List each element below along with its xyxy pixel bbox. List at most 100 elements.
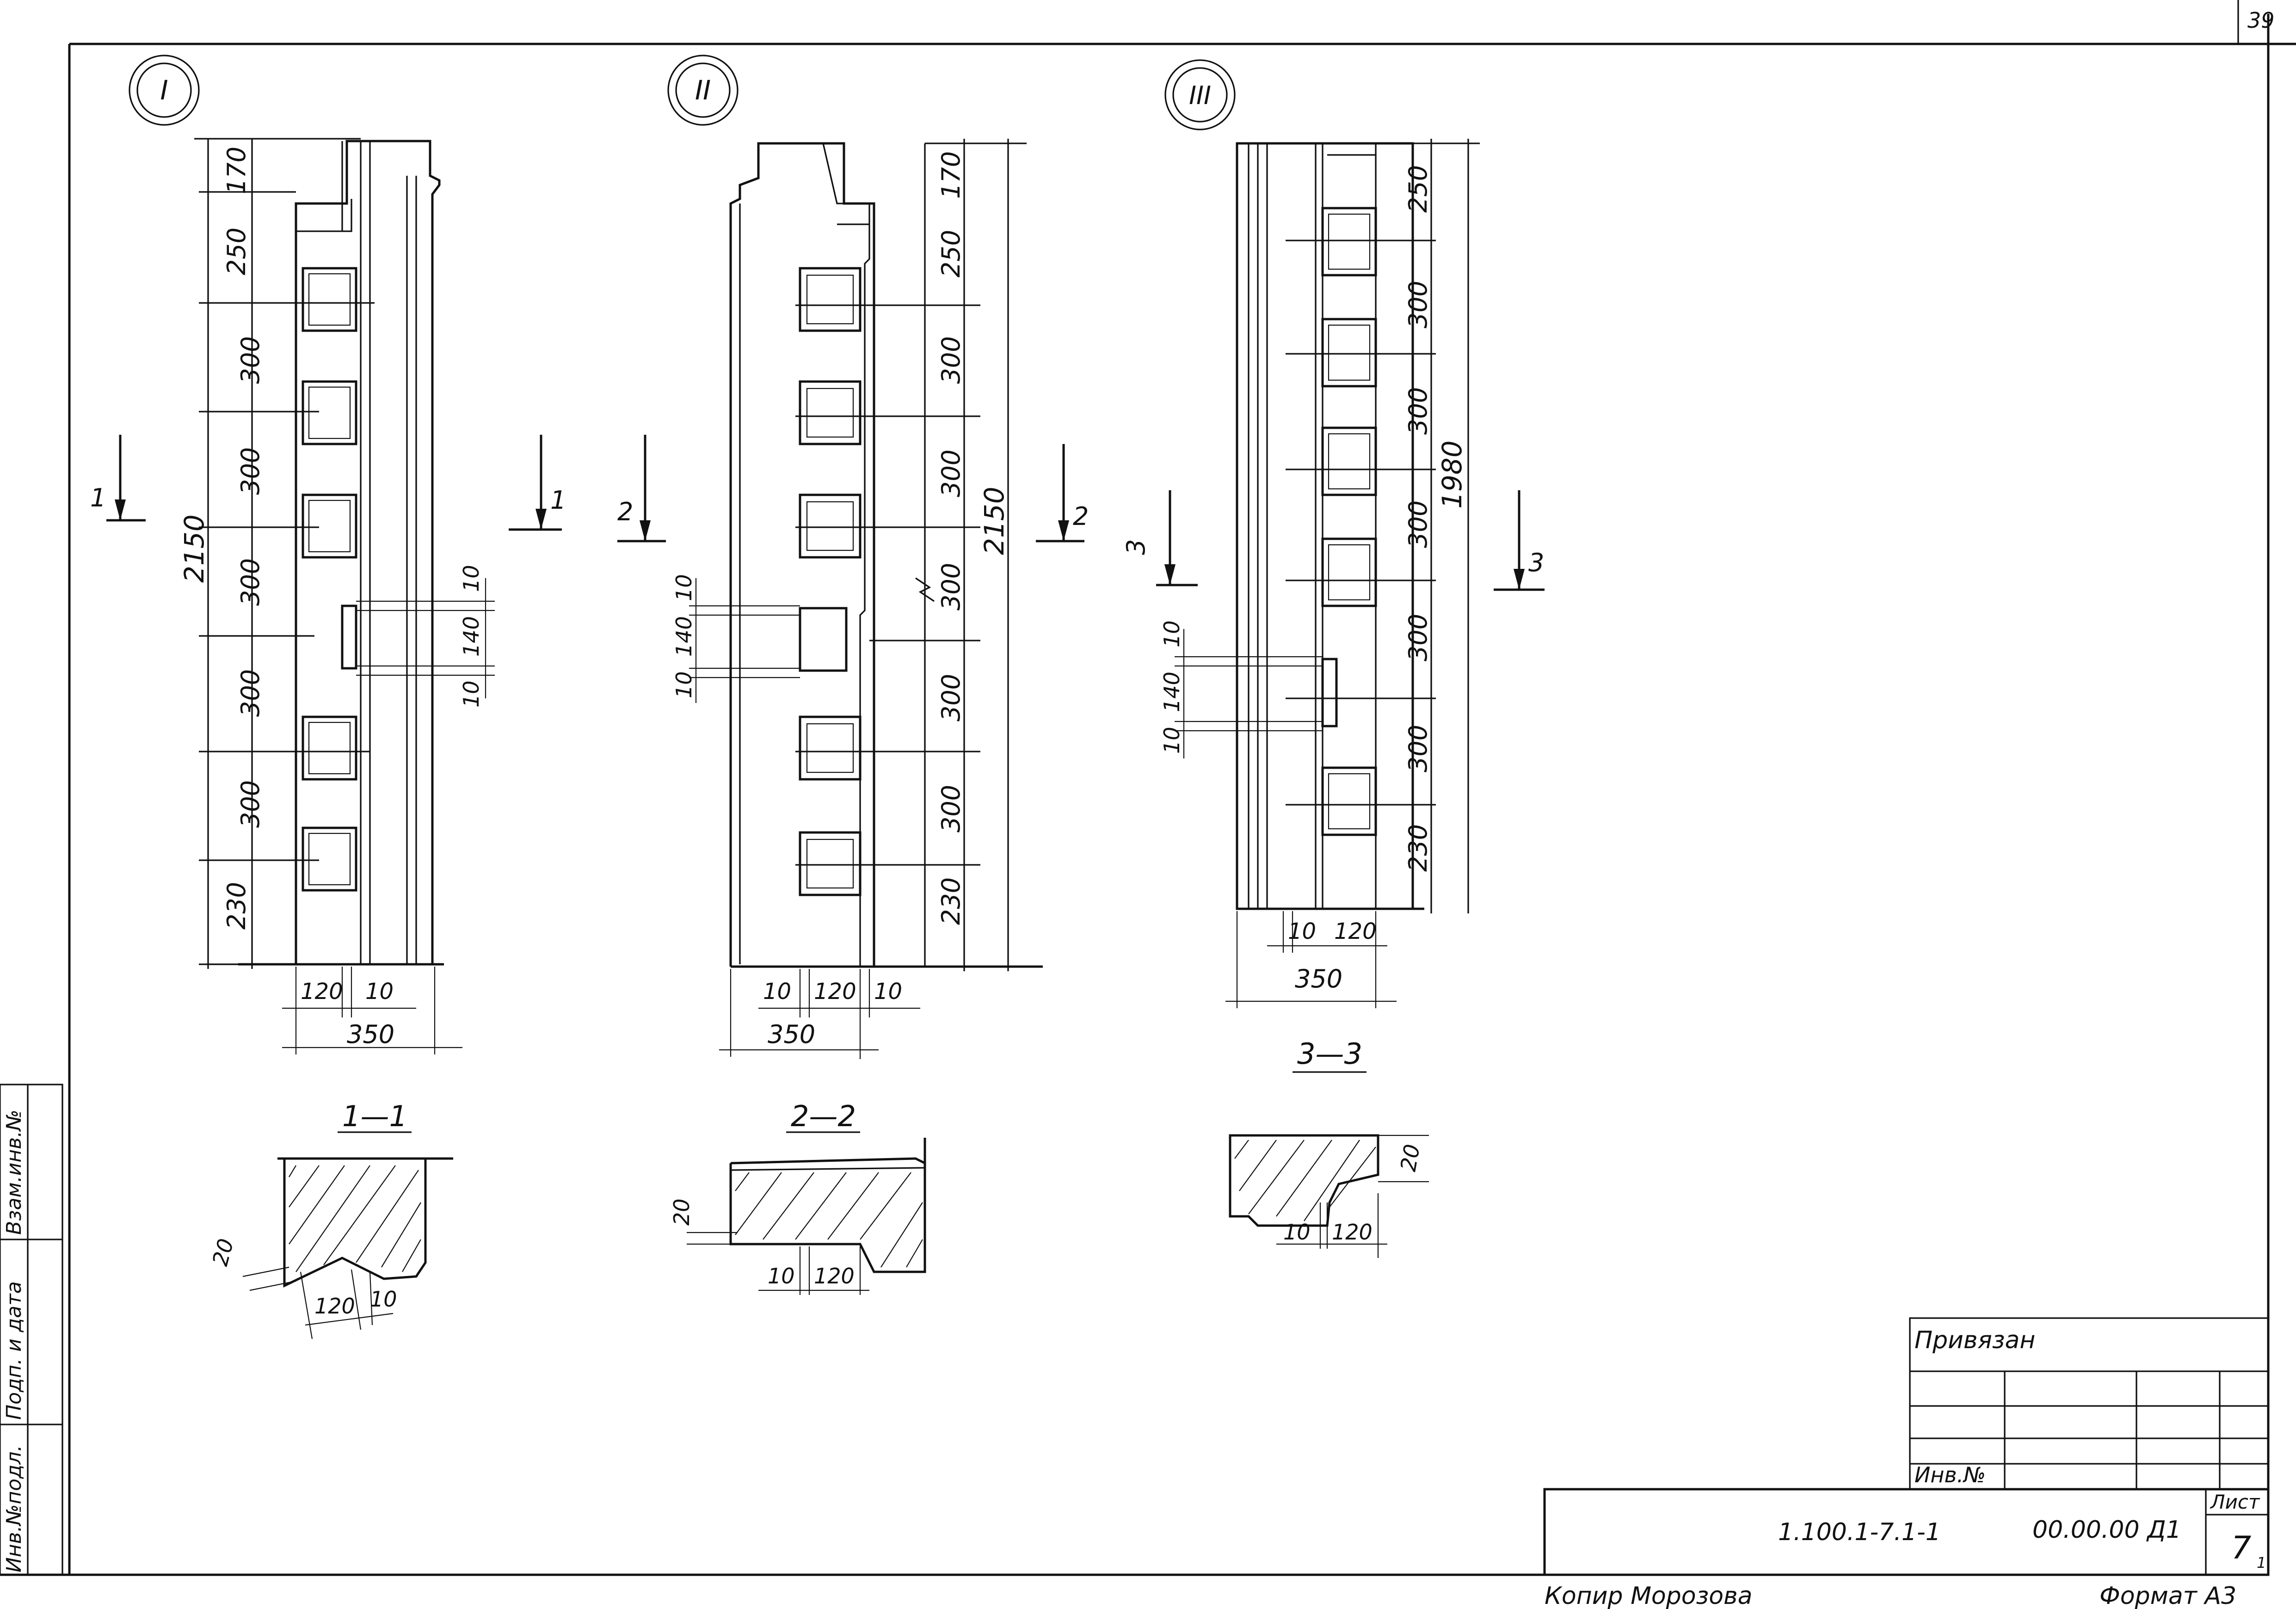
view-II-detail-0: 10 bbox=[671, 574, 696, 601]
approval-label: Привязан bbox=[1914, 1326, 2035, 1354]
section-2-2-dim-2: 120 bbox=[814, 1264, 855, 1288]
view-II-detail-2: 10 bbox=[671, 671, 696, 698]
section-arrow-3-left: 3 bbox=[1121, 490, 1198, 586]
view-I-dim-2: 300 bbox=[236, 336, 265, 384]
view-marker-III: III bbox=[1164, 59, 1236, 130]
svg-text:1: 1 bbox=[90, 483, 106, 512]
view-I-overall: 2150 bbox=[179, 514, 210, 583]
section-3-3-dim-2: 120 bbox=[1332, 1220, 1373, 1245]
drawing-code: 00.00.00 Д1 bbox=[2032, 1516, 2181, 1544]
view-II: 170 250 300 300 300 300 300 230 2150 10 … bbox=[617, 139, 1089, 1059]
view-I-dim-5: 300 bbox=[236, 669, 265, 717]
view-II-dim-7: 230 bbox=[936, 877, 966, 925]
svg-text:II: II bbox=[695, 74, 711, 106]
view-III: 250 300 300 300 300 300 230 1980 10 140 … bbox=[1121, 139, 1545, 1008]
sheet-number: 7 bbox=[2231, 1530, 2251, 1566]
view-II-dim-3: 300 bbox=[936, 450, 966, 497]
svg-text:2: 2 bbox=[617, 497, 633, 526]
view-I-width: 350 bbox=[347, 1020, 394, 1049]
view-I-dim-0: 170 bbox=[222, 147, 251, 194]
section-3-3: 3—3 20 10 120 bbox=[1229, 1037, 1429, 1258]
view-II-overall: 2150 bbox=[979, 487, 1010, 555]
view-II-bottom-1: 120 bbox=[814, 979, 856, 1005]
section-2-2-dim-0: 20 bbox=[669, 1198, 694, 1226]
view-III-detail-1: 140 bbox=[1159, 672, 1184, 712]
designation: 1.100.1-7.1-1 bbox=[1778, 1518, 1941, 1546]
view-I-detail-0: 10 bbox=[459, 565, 484, 592]
view-I-dim-4: 300 bbox=[236, 558, 265, 606]
side-stamp-sign: Подп. и дата bbox=[2, 1281, 26, 1420]
svg-text:I: I bbox=[160, 74, 168, 106]
paper-format: Формат А3 bbox=[2099, 1582, 2236, 1609]
svg-text:2: 2 bbox=[1073, 502, 1089, 531]
view-I-dim-6: 300 bbox=[236, 780, 265, 828]
side-stamp-inv: Инв.№подл. bbox=[2, 1445, 26, 1572]
view-II-bottom-0: 10 bbox=[763, 979, 791, 1005]
section-1-1: 1—1 20 120 10 bbox=[207, 1099, 453, 1339]
view-I-detail-2: 10 bbox=[459, 680, 484, 708]
view-I-recesses bbox=[302, 267, 357, 892]
copied-by: Копир Морозова bbox=[1545, 1582, 1753, 1609]
title-block: Привязан Инв.№ 1.100.1-7.1-1 00.00.00 Д1… bbox=[1543, 1317, 2270, 1576]
side-stamp-replace: Взам.инв.№ bbox=[2, 1110, 26, 1235]
section-arrow-1-right: 1 bbox=[509, 435, 566, 531]
view-III-dim-3: 300 bbox=[1403, 500, 1433, 548]
section-arrow-2-right: 2 bbox=[1036, 444, 1089, 542]
sheet-sub-number: 1 bbox=[2257, 1554, 2266, 1572]
view-III-dim-2: 300 bbox=[1403, 387, 1433, 435]
section-1-1-dim-0: 20 bbox=[207, 1236, 238, 1269]
section-1-1-dim-2: 10 bbox=[370, 1287, 397, 1312]
inventory-label: Инв.№ bbox=[1914, 1462, 1986, 1487]
section-1-1-dim-1: 120 bbox=[314, 1294, 355, 1319]
view-III-dim-0: 250 bbox=[1403, 165, 1433, 213]
view-III-overall: 1980 bbox=[1436, 440, 1468, 509]
view-II-dim-0: 170 bbox=[936, 151, 966, 199]
svg-text:1: 1 bbox=[550, 486, 566, 515]
view-II-dim-5: 300 bbox=[936, 674, 966, 721]
view-marker-I: I bbox=[129, 55, 200, 126]
section-2-2: 2—2 20 10 120 bbox=[669, 1099, 926, 1295]
view-I-bottom-0: 120 bbox=[301, 979, 343, 1005]
section-2-2-title: 2—2 bbox=[791, 1099, 856, 1133]
view-I-detail-1: 140 bbox=[459, 616, 484, 657]
view-I-dim-1: 250 bbox=[222, 228, 251, 275]
view-III-dim-1: 300 bbox=[1403, 281, 1433, 328]
view-II-dim-1: 250 bbox=[936, 230, 966, 277]
view-III-dim-5: 300 bbox=[1403, 725, 1433, 772]
view-II-dim-4: 300 bbox=[936, 563, 966, 610]
view-III-dim-6: 230 bbox=[1403, 824, 1433, 872]
view-II-width: 350 bbox=[768, 1020, 815, 1049]
view-I-bottom-1: 10 bbox=[365, 979, 394, 1005]
view-II-dim-2: 300 bbox=[936, 336, 966, 384]
section-arrow-3-right: 3 bbox=[1494, 490, 1545, 591]
view-III-detail-2: 10 bbox=[1159, 727, 1184, 754]
view-I-dim-7: 230 bbox=[222, 882, 251, 930]
section-3-3-title: 3—3 bbox=[1297, 1037, 1362, 1071]
side-stamp: Инв.№подл. Подп. и дата Взам.инв.№ bbox=[0, 1084, 63, 1576]
view-III-recesses bbox=[1321, 207, 1377, 836]
view-III-width: 350 bbox=[1295, 964, 1342, 993]
view-marker-II: II bbox=[667, 55, 739, 126]
view-III-dim-4: 300 bbox=[1403, 614, 1433, 661]
section-3-3-dim-0: 20 bbox=[1396, 1142, 1425, 1173]
section-2-2-dim-1: 10 bbox=[768, 1264, 795, 1288]
section-3-3-dim-1: 10 bbox=[1283, 1220, 1311, 1245]
view-II-bottom-2: 10 bbox=[874, 979, 902, 1005]
view-III-bottom-1: 120 bbox=[1334, 919, 1377, 944]
view-I-dim-3: 300 bbox=[236, 447, 265, 495]
view-I: 170 250 300 300 300 300 300 230 2150 10 … bbox=[90, 138, 566, 1054]
svg-text:III: III bbox=[1189, 81, 1211, 110]
view-III-detail-0: 10 bbox=[1159, 620, 1184, 647]
sheet-label: Лист bbox=[2210, 1491, 2260, 1513]
view-III-bottom-0: 10 bbox=[1288, 919, 1316, 944]
svg-text:3: 3 bbox=[1121, 539, 1151, 555]
view-II-dim-6: 300 bbox=[936, 785, 966, 832]
section-arrow-1-left: 1 bbox=[90, 435, 146, 522]
section-1-1-title: 1—1 bbox=[342, 1099, 407, 1133]
view-II-detail-1: 140 bbox=[671, 616, 696, 657]
svg-text:3: 3 bbox=[1528, 548, 1544, 577]
view-II-recesses bbox=[799, 267, 862, 896]
page-number: 39 bbox=[2247, 8, 2275, 33]
section-arrow-2-left: 2 bbox=[617, 435, 666, 542]
